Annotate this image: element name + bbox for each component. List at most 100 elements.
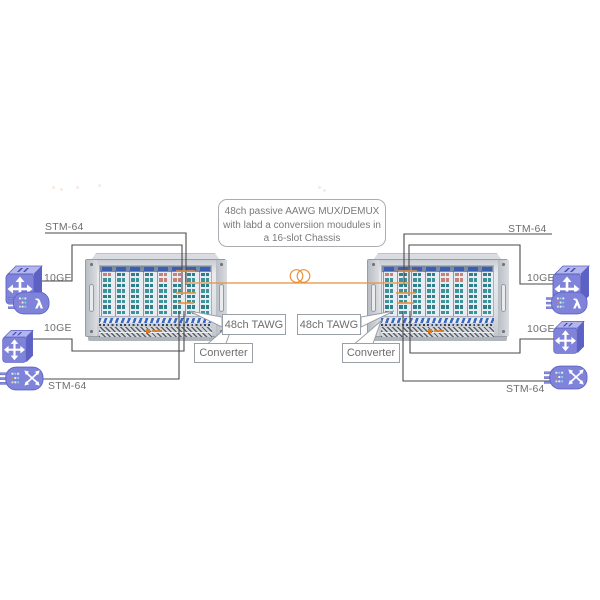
port-square	[159, 278, 163, 282]
port-square	[389, 278, 393, 282]
port-square	[389, 294, 393, 298]
port-square	[399, 283, 403, 288]
rack-ear-left	[368, 260, 379, 336]
port-square	[417, 310, 421, 315]
port-square	[483, 294, 487, 298]
port-square	[487, 283, 491, 288]
port-square	[399, 305, 403, 309]
port-square	[131, 273, 135, 277]
chassis-left	[85, 253, 227, 343]
port-square	[427, 300, 431, 304]
rack-ear-left	[86, 260, 97, 336]
port-square	[441, 273, 445, 277]
port-square	[163, 289, 167, 293]
port-square	[455, 273, 459, 277]
port-square	[201, 300, 205, 304]
note-line-3: a 16-slot Chassis	[263, 233, 341, 244]
port-square	[173, 310, 177, 315]
port-square	[173, 294, 177, 298]
port-square	[159, 305, 163, 309]
screw-icon	[372, 330, 375, 333]
port-square	[469, 305, 473, 309]
port-square	[191, 310, 195, 315]
port-square	[149, 294, 153, 298]
cable-wave-band	[99, 318, 212, 323]
port-square	[205, 305, 209, 309]
port-square	[121, 289, 125, 293]
port-square	[385, 300, 389, 304]
port-square	[201, 273, 205, 277]
port-square	[191, 283, 195, 288]
port-square	[163, 294, 167, 298]
port-square	[413, 289, 417, 293]
port-square	[417, 278, 421, 282]
port-square	[131, 289, 135, 293]
port-square	[385, 305, 389, 309]
watermark-dot	[98, 184, 101, 187]
port-square	[201, 310, 205, 315]
port-square	[187, 278, 191, 282]
port-square	[159, 310, 163, 315]
port-square	[413, 310, 417, 315]
port-square	[145, 283, 149, 288]
port-square	[135, 310, 139, 315]
brand-logo-icon	[428, 329, 446, 334]
port-square	[187, 300, 191, 304]
slot-divider	[142, 271, 144, 316]
port-square	[445, 289, 449, 293]
port-square	[117, 300, 121, 304]
port-square	[445, 273, 449, 277]
port-square	[431, 289, 435, 293]
port-square	[135, 289, 139, 293]
port-square	[427, 289, 431, 293]
slot-divider	[438, 271, 440, 316]
port-square	[149, 283, 153, 288]
port-square	[107, 305, 111, 309]
port-square	[187, 294, 191, 298]
port-square	[473, 294, 477, 298]
port-square	[205, 294, 209, 298]
port-square	[431, 294, 435, 298]
port-square	[191, 273, 195, 277]
port-square	[131, 300, 135, 304]
port-square	[187, 289, 191, 293]
port-square	[487, 310, 491, 315]
card-tab	[116, 266, 126, 271]
port-square	[121, 283, 125, 288]
port-square	[163, 278, 167, 282]
card-cage	[99, 265, 212, 317]
card-tab	[130, 266, 140, 271]
slot-divider	[382, 271, 384, 316]
port-square	[399, 289, 403, 293]
port-square	[135, 278, 139, 282]
port-square	[399, 278, 403, 282]
port-square	[469, 289, 473, 293]
port-square	[131, 294, 135, 298]
port-square	[107, 289, 111, 293]
label-stm64-bottom-right: STM-64	[506, 383, 545, 395]
port-square	[413, 278, 417, 282]
port-square	[177, 305, 181, 309]
port-square	[427, 310, 431, 315]
card-tab	[172, 266, 182, 271]
note-line-2: with labd a conversiion moudules in	[223, 219, 381, 231]
port-square	[173, 273, 177, 277]
port-square	[403, 289, 407, 293]
port-square	[441, 278, 445, 282]
port-square	[103, 305, 107, 309]
port-square	[473, 305, 477, 309]
port-square	[191, 294, 195, 298]
port-square	[117, 283, 121, 288]
port-square	[403, 283, 407, 288]
port-square	[413, 294, 417, 298]
router-switch-icon	[0, 327, 34, 364]
chassis-bottom-edge	[370, 337, 507, 341]
svg-text:λ: λ	[573, 296, 582, 312]
port-square	[173, 300, 177, 304]
port-square	[427, 273, 431, 277]
port-square	[135, 294, 139, 298]
port-square	[473, 278, 477, 282]
port-square	[403, 278, 407, 282]
port-square	[205, 300, 209, 304]
port-square	[483, 278, 487, 282]
